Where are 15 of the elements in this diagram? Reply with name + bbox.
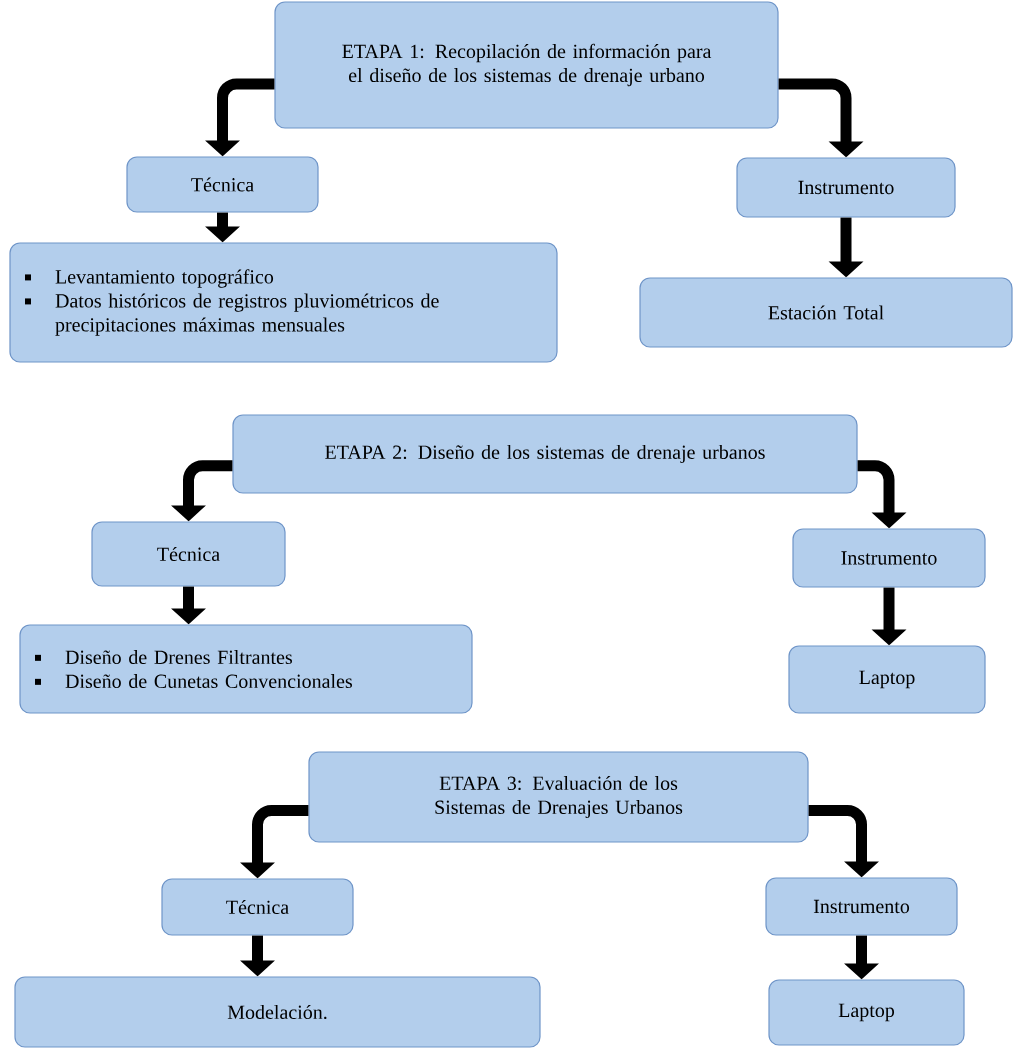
process-box: Técnica bbox=[161, 878, 354, 936]
process-box: Instrumento bbox=[765, 877, 958, 936]
process-box: ETAPA 2: Diseño de los sistemas de drenaje urbanos bbox=[232, 414, 858, 494]
process-box: Estación Total bbox=[639, 277, 1013, 348]
bullet-list-box: Diseño de Drenes Filtrantes Diseño de Cunetas Convencionales bbox=[19, 624, 473, 714]
process-box: Laptop bbox=[768, 979, 965, 1046]
process-box: Modelación. bbox=[14, 976, 541, 1048]
process-box: ETAPA 3: Evaluación de los Sistemas de Drenajes Urbanos bbox=[308, 751, 809, 843]
bullet-list-box: Levantamiento topográfico Datos históricos de registros pluviométricos de precipitaciones máximas mensuales bbox=[9, 242, 558, 363]
process-box: Técnica bbox=[91, 521, 286, 587]
process-box: Instrumento bbox=[792, 528, 986, 588]
process-box: Laptop bbox=[788, 645, 986, 714]
process-box: Técnica bbox=[126, 156, 319, 213]
process-box: ETAPA 1: Recopilación de información para el diseño de los sistemas de drenaje urbano bbox=[274, 1, 779, 129]
process-box: Instrumento bbox=[736, 157, 956, 218]
